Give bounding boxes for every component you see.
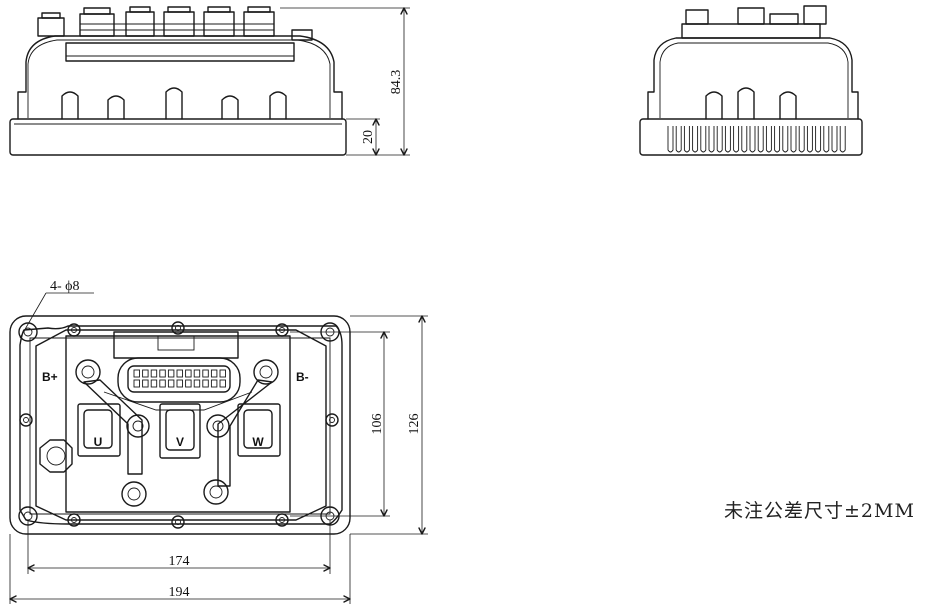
heatsink-fin xyxy=(667,126,674,153)
mounting-hole-top-left xyxy=(18,322,38,342)
heatsink-fin xyxy=(741,126,748,153)
label-phase-u: U xyxy=(94,435,103,449)
connector-pin xyxy=(219,369,226,378)
heatsink-fin xyxy=(700,126,707,153)
heatsink-fin xyxy=(675,126,682,153)
heatsink-fin xyxy=(724,126,731,153)
hole-callout: 4- ϕ8 xyxy=(19,279,94,339)
heatsink-fin xyxy=(774,126,781,153)
connector-pin xyxy=(219,379,226,388)
dimension-outer-width: 194 xyxy=(169,585,190,600)
plan-view: B+ B- U V W xyxy=(9,315,351,535)
dimension-outer-height: 126 xyxy=(407,414,422,435)
connector-pin xyxy=(142,369,149,378)
connector-pin xyxy=(142,379,149,388)
connector-pin xyxy=(202,379,209,388)
front-height-dimensions: 84.3 20 xyxy=(280,7,410,156)
connector-pin xyxy=(150,369,158,378)
connector-pin xyxy=(210,369,218,378)
connector-pin xyxy=(167,369,175,378)
front-elevation-view xyxy=(9,6,347,156)
label-phase-w: W xyxy=(252,435,264,449)
terminal-b-plus xyxy=(75,359,101,385)
dimension-inner-width: 174 xyxy=(169,554,190,569)
dimension-inner-height: 106 xyxy=(370,414,385,435)
connector-pin xyxy=(176,369,183,378)
heatsink-fin xyxy=(765,126,772,153)
heatsink-fin xyxy=(806,126,813,153)
heatsink-fin xyxy=(790,126,797,153)
heatsink-fin xyxy=(749,126,756,153)
connector-pin xyxy=(176,379,183,388)
label-b-plus: B+ xyxy=(42,370,58,384)
heatsink-fin xyxy=(815,126,822,153)
connector-pin xyxy=(193,379,201,388)
connector-pin xyxy=(150,379,158,388)
heatsink-fin xyxy=(831,126,838,153)
connector-pin xyxy=(210,379,218,388)
heatsink-fin xyxy=(782,126,789,153)
connector-pin xyxy=(133,379,140,388)
connector-pin xyxy=(185,369,192,378)
heatsink-fins xyxy=(667,126,846,153)
hole-callout-text: 4- ϕ8 xyxy=(50,279,80,294)
heatsink-fin xyxy=(733,126,740,153)
plan-dimensions: 106 126 174 194 xyxy=(9,315,428,604)
heatsink-fin xyxy=(683,126,690,153)
side-elevation-view xyxy=(639,5,863,156)
label-b-minus: B- xyxy=(296,370,309,384)
label-phase-v: V xyxy=(176,435,184,449)
connector-pin xyxy=(159,379,166,388)
connector-pin xyxy=(185,379,192,388)
heatsink-fin xyxy=(823,126,830,153)
connector-pin xyxy=(193,369,201,378)
heatsink-fin xyxy=(839,126,846,153)
connector-pin xyxy=(159,369,166,378)
dimension-base-height: 20 xyxy=(361,130,376,144)
hex-plug xyxy=(39,439,73,473)
terminal-b-minus xyxy=(253,359,279,385)
heatsink-fin xyxy=(716,126,723,153)
connector-pin xyxy=(167,379,175,388)
connector-pin xyxy=(133,369,140,378)
heatsink-fin xyxy=(757,126,764,153)
heatsink-fin xyxy=(798,126,805,153)
heatsink-fin xyxy=(708,126,715,153)
signal-connector-pins xyxy=(133,369,226,388)
dimension-total-height: 84.3 xyxy=(389,70,404,95)
heatsink-fin xyxy=(692,126,699,153)
tolerance-note: 未注公差尺寸±2MM xyxy=(724,500,915,522)
connector-pin xyxy=(202,369,209,378)
